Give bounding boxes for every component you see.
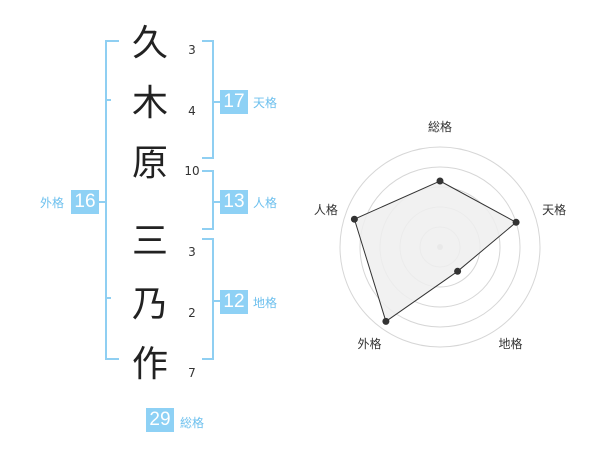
radar-axis-label-3: 地格 xyxy=(498,336,522,351)
jinkaku-label: 人格 xyxy=(253,196,278,210)
soukaku-badge: 29 xyxy=(146,408,174,432)
chikaku-label: 地格 xyxy=(253,296,278,310)
radar-axis-label-5: 人格 xyxy=(314,202,338,217)
gaikaku-badge: 16 xyxy=(71,190,99,214)
radar-points xyxy=(350,177,520,325)
stroke-count-4: 3 xyxy=(188,245,196,259)
gaikaku-label: 外格 xyxy=(40,196,65,210)
radar-axis-label-2: 天格 xyxy=(542,202,566,217)
radar-point-4 xyxy=(382,317,390,325)
radar-axis-label-4: 外格 xyxy=(357,336,381,351)
radar-area xyxy=(353,180,517,323)
name-char-1: 久 xyxy=(131,23,168,64)
radar-axis-label-1: 総格 xyxy=(428,119,452,134)
tenkaku-badge: 17 xyxy=(220,90,248,114)
radar-point-1 xyxy=(436,177,444,185)
name-char-5: 乃 xyxy=(131,284,168,325)
stroke-count-3: 10 xyxy=(184,164,200,178)
name-char-4: 三 xyxy=(131,221,168,262)
radar-point-5 xyxy=(350,215,358,223)
name-char-6: 作 xyxy=(131,344,168,385)
stroke-count-2: 4 xyxy=(188,104,196,118)
tenkaku-label: 天格 xyxy=(253,96,278,110)
name-char-2: 木 xyxy=(131,83,168,124)
stroke-count-1: 3 xyxy=(188,43,196,57)
soukaku-label: 総格 xyxy=(180,416,205,430)
radar-ring xyxy=(359,166,521,328)
stroke-count-5: 2 xyxy=(188,306,196,320)
radar-point-2 xyxy=(512,218,520,226)
chikaku-badge: 12 xyxy=(220,290,248,314)
radar-point-3 xyxy=(454,267,462,275)
stroke-count-6: 7 xyxy=(188,366,196,380)
jinkaku-badge: 13 xyxy=(220,190,248,214)
name-char-3: 原 xyxy=(131,143,168,184)
